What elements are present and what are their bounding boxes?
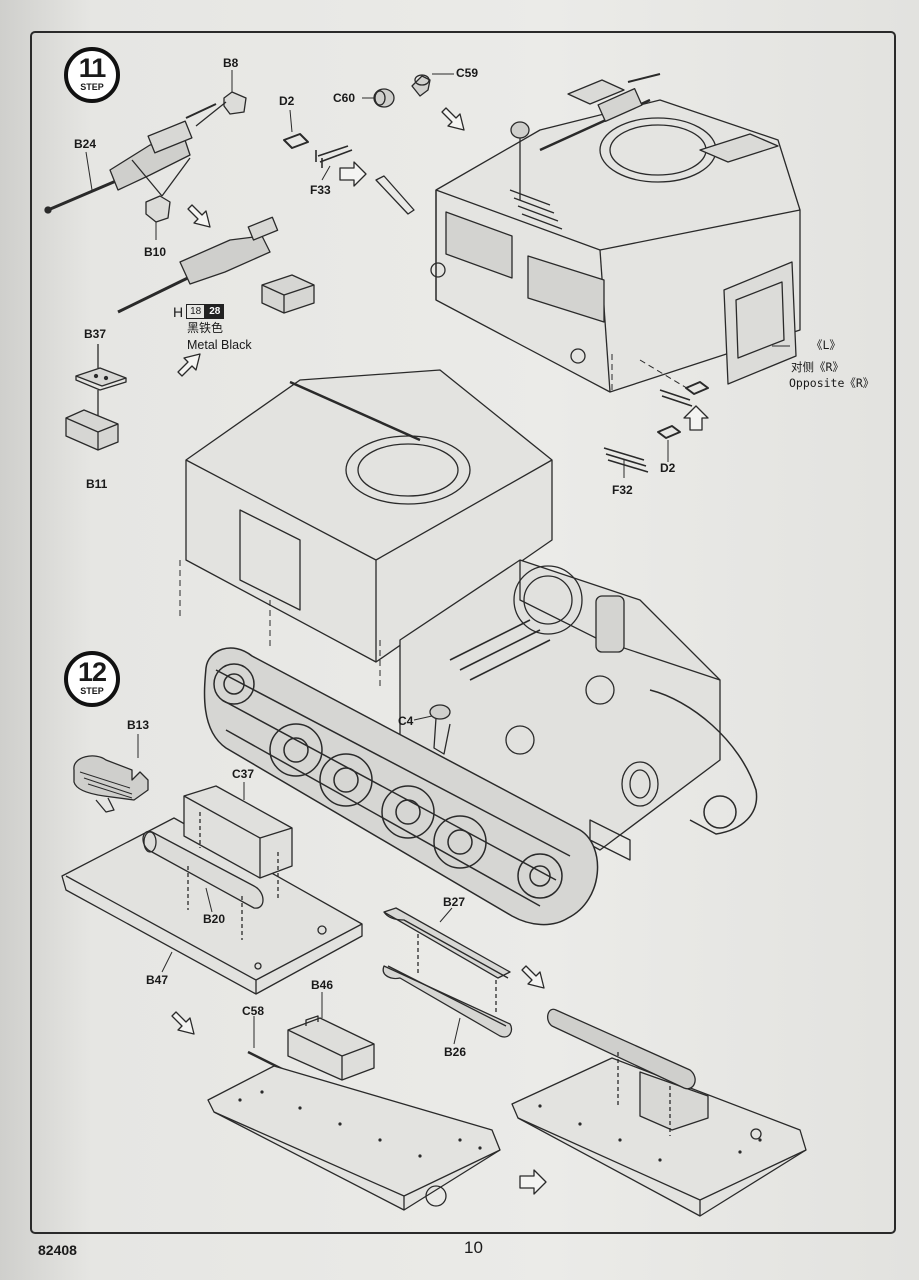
label-c37: C37 <box>232 767 255 781</box>
label-f32: F32 <box>612 483 633 497</box>
fender-plate-right <box>511 1008 807 1217</box>
label-b46: B46 <box>311 978 334 992</box>
handle-part <box>375 175 415 215</box>
label-d2-top: D2 <box>279 94 295 108</box>
step-12-badge: 12 STEP <box>64 651 120 707</box>
part-b20-tube <box>142 830 264 940</box>
label-b8: B8 <box>223 56 239 70</box>
label-b11: B11 <box>86 477 108 491</box>
step-word: STEP <box>80 82 104 92</box>
paint-code-2: 28 <box>205 304 225 320</box>
label-b27: B27 <box>443 895 466 909</box>
page-number: 10 <box>464 1238 483 1257</box>
fender-plate-left <box>207 1065 501 1211</box>
step-11-badge: 11 STEP <box>64 47 120 103</box>
step-number: 11 <box>78 53 107 83</box>
step-word: STEP <box>80 686 104 696</box>
opposite-note-en: Opposite《R》 <box>789 376 875 390</box>
machine-gun-assembled <box>117 216 279 314</box>
label-c59: C59 <box>456 66 479 80</box>
kit-number: 82408 <box>38 1242 77 1258</box>
part-b13 <box>73 755 149 813</box>
machine-gun-b24 <box>44 103 217 214</box>
direction-arrows <box>171 107 709 1195</box>
paint-prefix: H <box>173 303 184 320</box>
label-c4: C4 <box>398 714 414 728</box>
part-b26 <box>382 965 513 1038</box>
label-c60: C60 <box>333 91 356 105</box>
part-b10 <box>145 195 171 223</box>
label-b47: B47 <box>146 973 169 987</box>
track-assembly <box>203 647 758 926</box>
label-d2-bottom: D2 <box>660 461 676 475</box>
part-f32 <box>603 389 693 473</box>
opposite-note-cn: 对侧《R》 <box>791 360 844 374</box>
label-c58: C58 <box>242 1004 265 1018</box>
label-f33: F33 <box>310 183 331 197</box>
paint-name-en: Metal Black <box>187 338 252 352</box>
part-b27 <box>383 907 511 1012</box>
cab-superstructure <box>430 73 801 393</box>
part-b37 <box>75 367 127 391</box>
paint-code-1: 18 <box>186 304 206 320</box>
left-side-note: 《L》 <box>811 338 841 352</box>
part-c59 <box>411 74 431 97</box>
step-number: 12 <box>77 657 107 687</box>
leader-lines <box>85 70 790 1048</box>
part-b11 <box>65 409 119 451</box>
label-b37: B37 <box>84 327 107 341</box>
label-b26: B26 <box>444 1045 467 1059</box>
vehicle-chassis <box>185 369 721 861</box>
part-c60 <box>373 88 395 108</box>
part-d2-top <box>283 133 309 149</box>
part-d2-bottom <box>657 381 709 439</box>
part-b46-box <box>287 1015 375 1081</box>
label-b24: B24 <box>74 137 97 151</box>
part-c37-box <box>183 785 293 900</box>
part-b8 <box>223 91 247 115</box>
ammo-box <box>261 274 315 314</box>
paint-name-cn: 黑铁色 <box>187 321 224 335</box>
page-border <box>30 31 896 1234</box>
label-b20: B20 <box>203 912 226 926</box>
label-b13: B13 <box>127 718 150 732</box>
part-f33 <box>315 145 353 168</box>
part-b47-tray <box>61 817 363 995</box>
guide-lines <box>179 354 691 690</box>
label-b10: B10 <box>144 245 167 259</box>
